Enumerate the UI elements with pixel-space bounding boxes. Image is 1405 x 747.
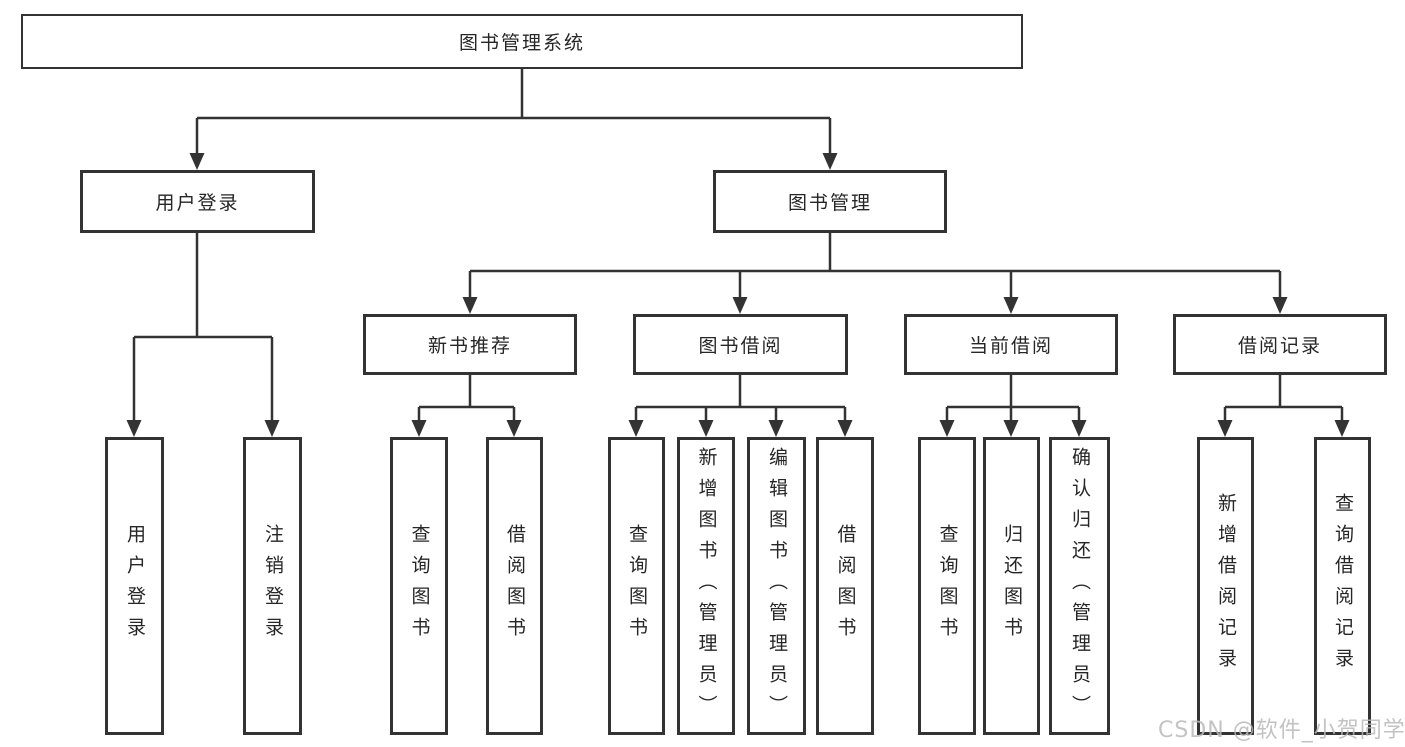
leaf-confirm-return-admin: 确认归还（管理员） — [1049, 437, 1110, 735]
leaf-query-borrow-record-label: 查询借阅记录 — [1332, 493, 1354, 679]
node-book-borrowing: 图书借阅 — [633, 314, 848, 375]
leaf-query-books-borrow-label: 查询图书 — [626, 524, 648, 648]
leaf-query-books-current-label: 查询图书 — [936, 524, 959, 648]
connector-book-borrow — [634, 375, 847, 423]
arrowheads — [126, 153, 1350, 437]
leaf-user-login: 用户登录 — [105, 437, 164, 735]
connector-book-management — [468, 233, 1282, 300]
connector-current-borrow — [945, 375, 1081, 423]
leaf-edit-book-admin-label: 编辑图书（管理员） — [766, 446, 788, 726]
leaf-query-books-current: 查询图书 — [918, 437, 976, 735]
connector-new-rec — [417, 375, 516, 423]
node-borrowing-records: 借阅记录 — [1173, 314, 1387, 375]
leaf-borrow-books-newrec-label: 借阅图书 — [504, 524, 526, 648]
connector-borrow-records — [1223, 375, 1344, 423]
leaf-query-books-borrow: 查询图书 — [608, 437, 665, 735]
leaf-add-borrow-record: 新增借阅记录 — [1197, 437, 1254, 735]
leaf-logout-label: 注销登录 — [262, 524, 284, 648]
node-root: 图书管理系统 — [21, 14, 1023, 69]
watermark: CSDN @软件_小贺同学 — [1158, 718, 1405, 743]
node-user-login: 用户登录 — [80, 170, 315, 233]
leaf-confirm-return-admin-label: 确认归还（管理员） — [1069, 446, 1091, 726]
leaf-add-borrow-record-label: 新增借阅记录 — [1215, 493, 1237, 679]
node-current-borrowing: 当前借阅 — [904, 314, 1118, 375]
leaf-borrow-books-borrow-label: 借阅图书 — [834, 524, 857, 648]
leaf-query-books-newrec-label: 查询图书 — [408, 524, 431, 648]
leaf-user-login-label: 用户登录 — [124, 524, 146, 648]
leaf-add-book-admin: 新增图书（管理员） — [677, 437, 735, 735]
leaf-logout: 注销登录 — [243, 437, 302, 735]
connector-user-login — [132, 233, 274, 423]
node-book-management: 图书管理 — [713, 170, 947, 233]
leaf-edit-book-admin: 编辑图书（管理员） — [747, 437, 806, 735]
leaf-return-book-label: 归还图书 — [1001, 524, 1023, 648]
connector-root — [195, 69, 832, 156]
leaf-return-book: 归还图书 — [983, 437, 1040, 735]
leaf-query-books-newrec: 查询图书 — [390, 437, 448, 735]
leaf-borrow-books-borrow: 借阅图书 — [816, 437, 874, 735]
leaf-borrow-books-newrec: 借阅图书 — [486, 437, 543, 735]
leaf-add-book-admin-label: 新增图书（管理员） — [695, 446, 718, 726]
leaf-query-borrow-record: 查询借阅记录 — [1314, 437, 1371, 735]
node-new-book-recommendation: 新书推荐 — [363, 314, 577, 375]
